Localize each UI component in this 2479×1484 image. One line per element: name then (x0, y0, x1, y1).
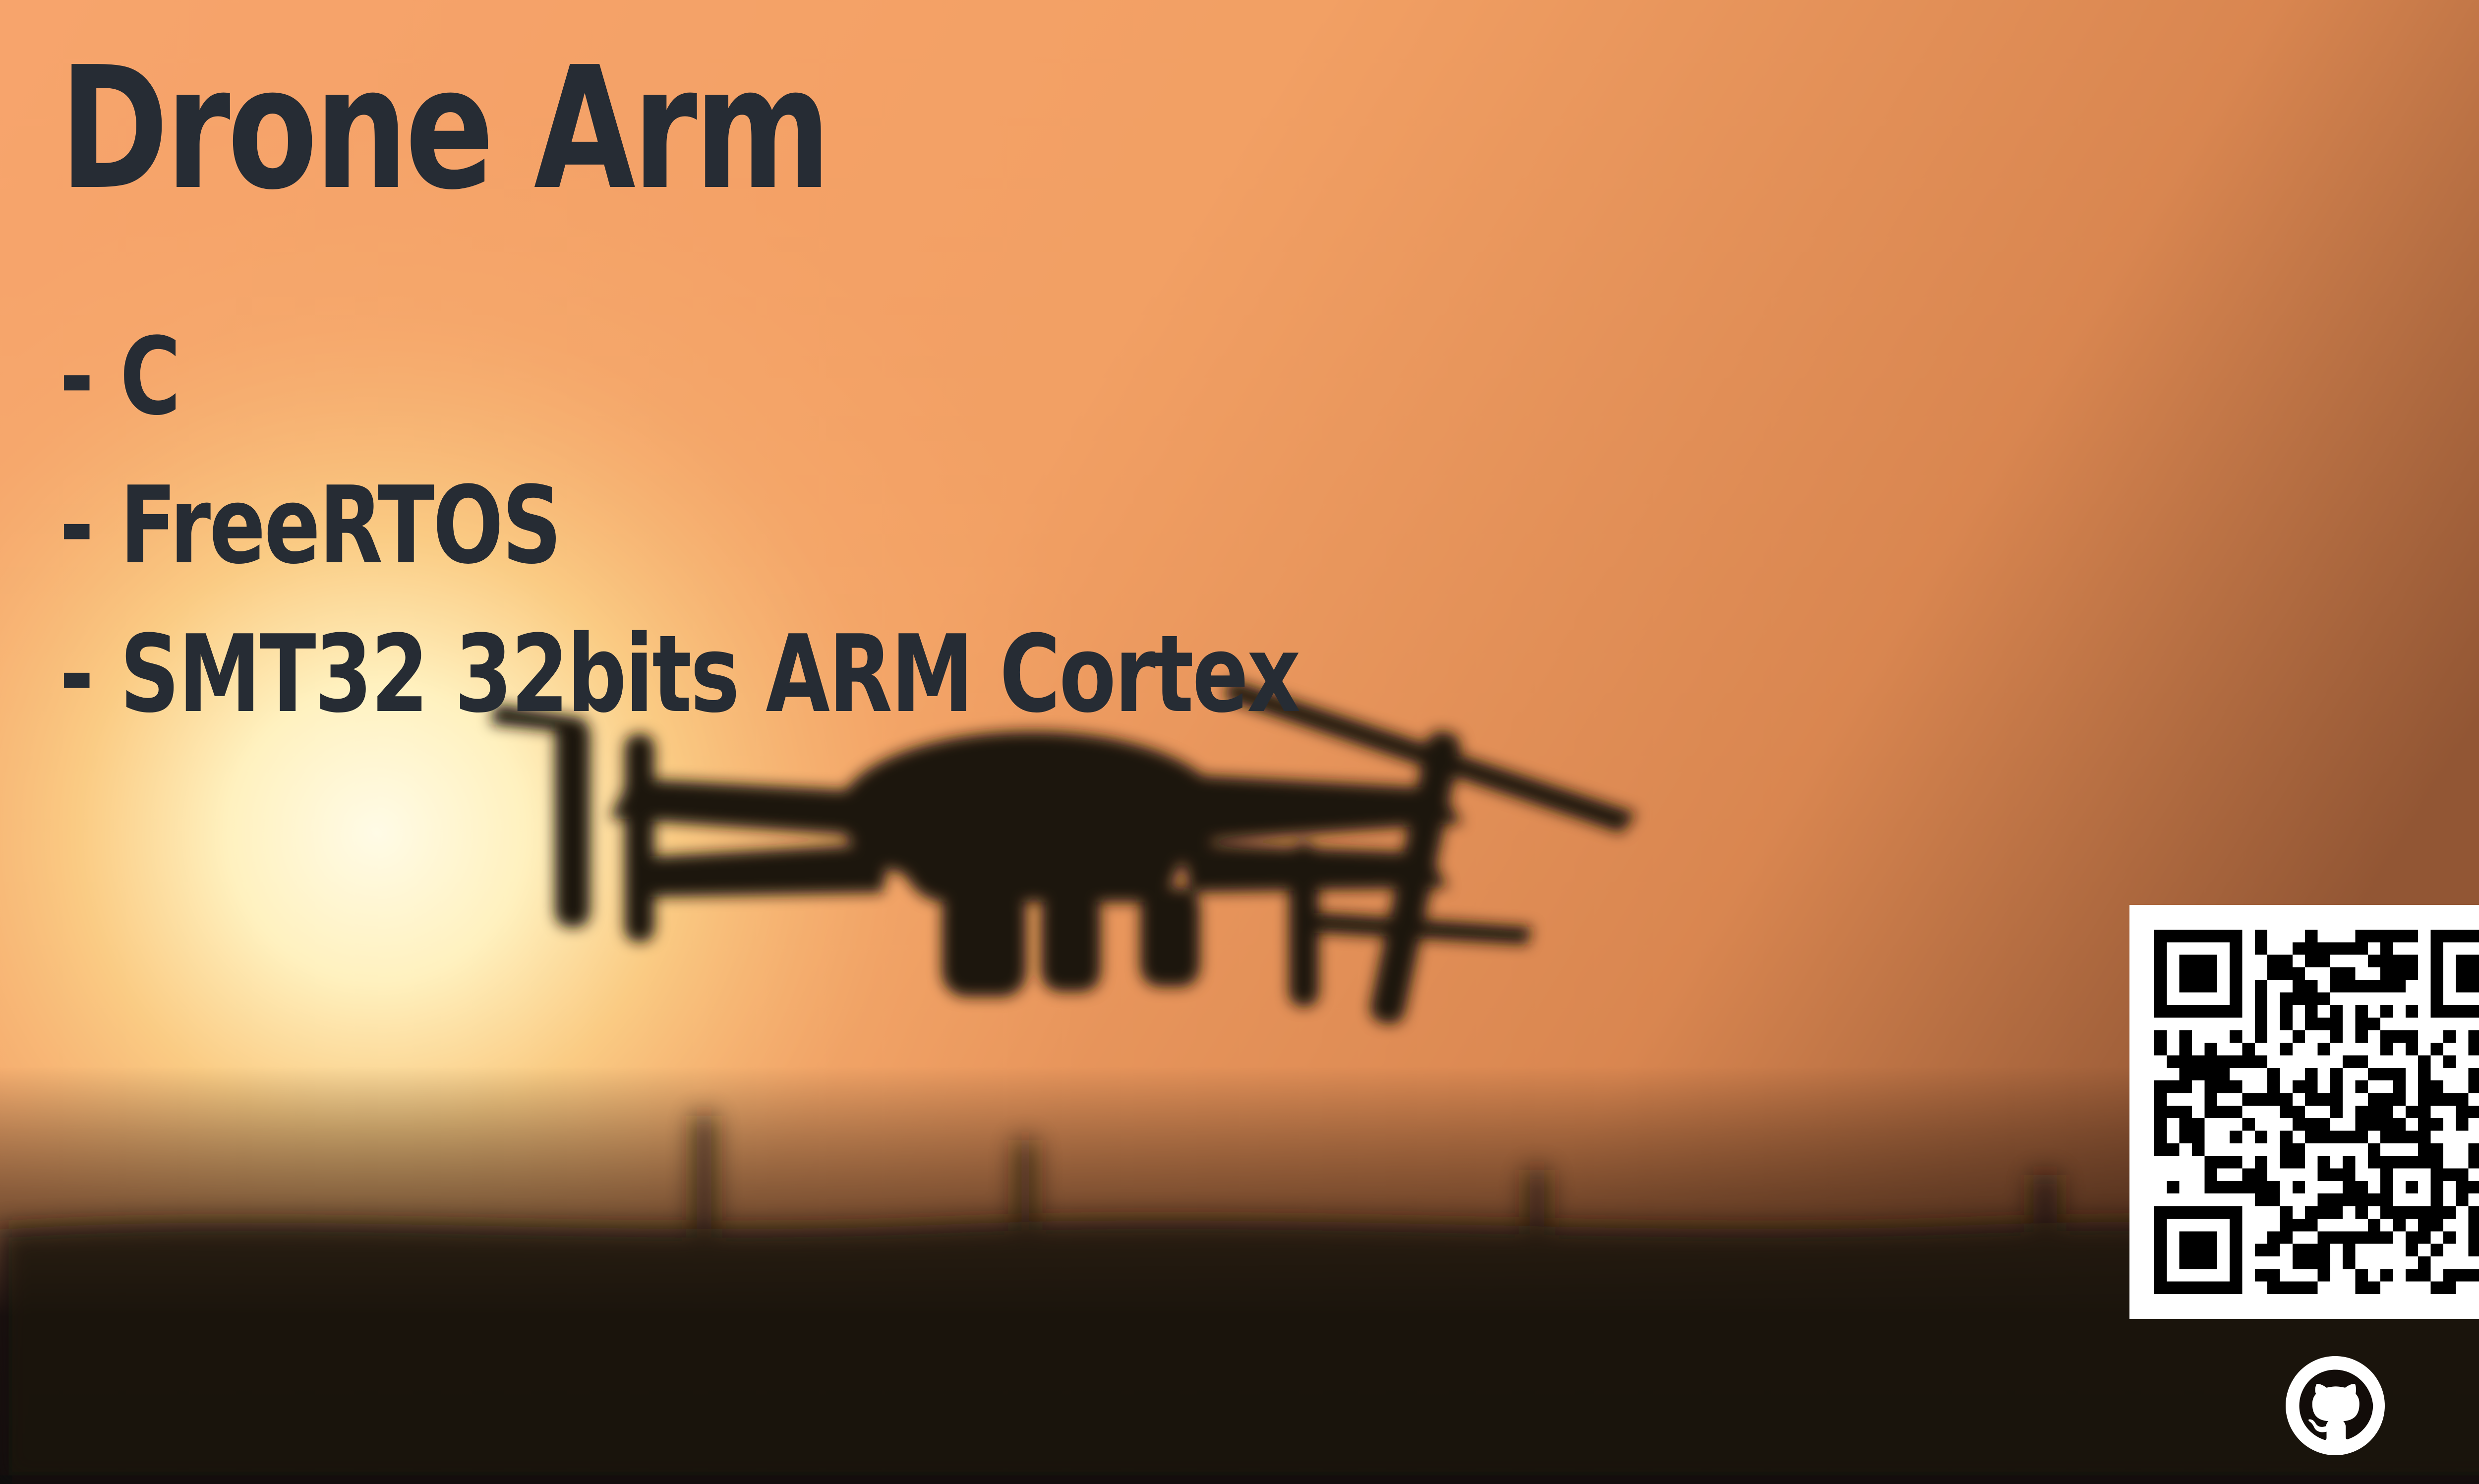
list-item: - C (59, 314, 181, 439)
qr-code-icon (2154, 930, 2479, 1294)
slide-title: Drone Arm (59, 31, 831, 227)
drone-silhouette (491, 679, 1636, 1024)
tech-list: - C - FreeRTOS - SMT32 32bits ARM Cortex (59, 302, 1649, 749)
github-icon[interactable] (2286, 1356, 2385, 1455)
list-item: - SMT32 32bits ARM Cortex (59, 612, 1300, 736)
text-block: Drone Arm - C - FreeRTOS - SMT32 32bits … (59, 45, 1649, 749)
qr-code[interactable] (2129, 905, 2479, 1319)
list-item: - FreeRTOS (59, 463, 562, 588)
